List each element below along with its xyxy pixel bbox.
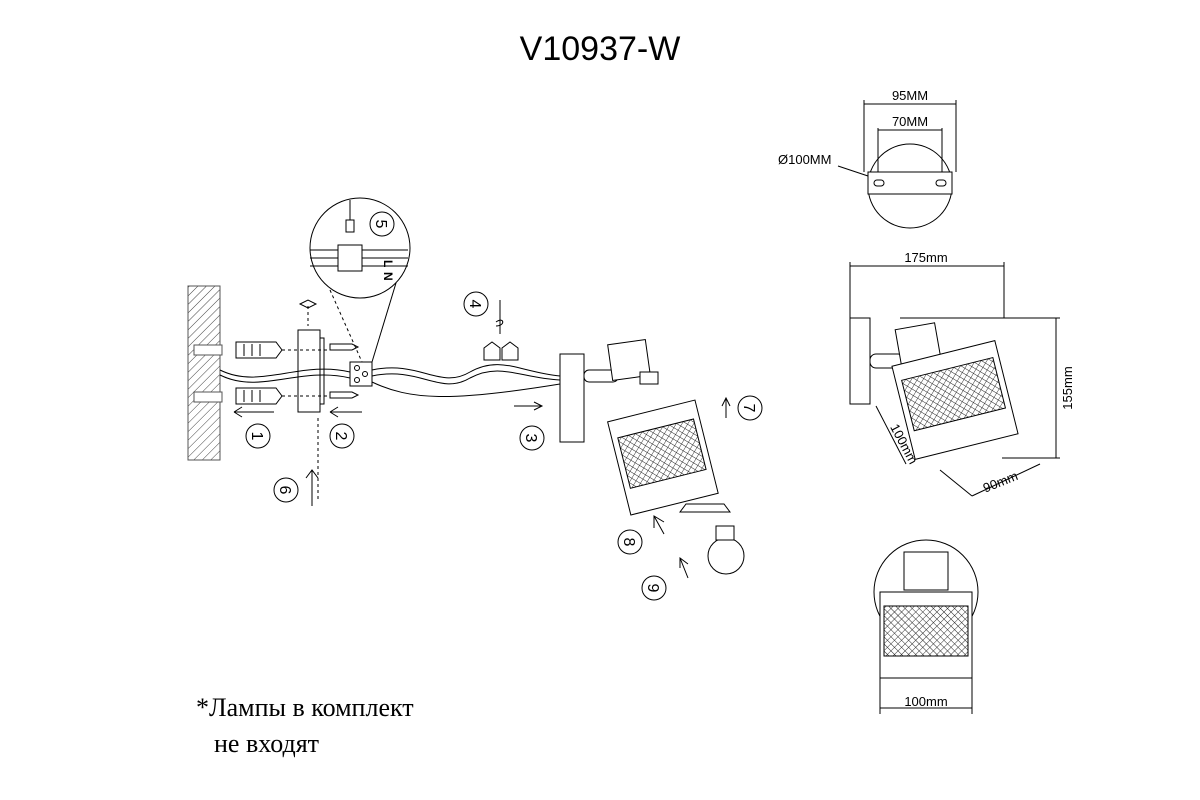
step-markers: 1 2 3 4 5 6 7 8 9 xyxy=(245,211,763,601)
step-6-marker: 6 xyxy=(273,477,299,503)
step-arrows xyxy=(305,300,731,579)
bulb xyxy=(707,525,745,575)
note-line-2: не входят xyxy=(214,729,319,758)
screws xyxy=(282,343,360,399)
svg-text:3: 3 xyxy=(522,434,539,443)
step-9-marker: 9 xyxy=(641,575,667,601)
step-8-marker: 8 xyxy=(617,529,643,555)
lamp-shade-exploded xyxy=(607,399,731,516)
dim-diameter: Ø100MM xyxy=(778,152,831,167)
step-1-marker: 1 xyxy=(245,423,271,449)
wiring-detail-callout: N L xyxy=(309,197,411,363)
step-2-marker: 2 xyxy=(329,423,355,449)
dim-175mm: 175mm xyxy=(904,250,947,265)
side-view xyxy=(849,262,1060,497)
svg-text:2: 2 xyxy=(332,432,349,441)
lamp-base xyxy=(559,338,659,443)
step-5-marker: 5 xyxy=(369,211,395,237)
wires xyxy=(219,364,561,397)
wall-plugs xyxy=(235,341,283,405)
dim-90mm: 90mm xyxy=(981,468,1020,495)
terminal-block xyxy=(349,361,373,387)
mount-plate-view xyxy=(837,100,957,229)
dim-70mm: 70MM xyxy=(892,114,928,129)
svg-text:5: 5 xyxy=(372,220,389,229)
svg-text:7: 7 xyxy=(740,404,757,413)
wire-connectors xyxy=(483,341,519,361)
note-line-1: *Лампы в комплект xyxy=(196,693,414,722)
step-7-marker: 7 xyxy=(737,395,763,421)
front-view xyxy=(873,539,979,714)
dim-155mm: 155mm xyxy=(1060,366,1075,409)
neutral-label: N xyxy=(381,272,395,281)
svg-text:1: 1 xyxy=(248,432,265,441)
svg-text:8: 8 xyxy=(620,538,637,547)
dim-front-100mm: 100mm xyxy=(904,694,947,709)
dim-95mm: 95MM xyxy=(892,88,928,103)
step-4-marker: 4 xyxy=(463,291,489,317)
title: V10937-W xyxy=(520,30,681,68)
wall xyxy=(187,285,223,461)
svg-text:9: 9 xyxy=(644,584,661,593)
live-label: L xyxy=(381,260,395,267)
step-3-marker: 3 xyxy=(519,425,545,451)
svg-text:6: 6 xyxy=(276,486,293,495)
mounting-bracket xyxy=(297,299,325,500)
svg-text:4: 4 xyxy=(466,300,483,309)
push-arrows xyxy=(233,406,362,418)
